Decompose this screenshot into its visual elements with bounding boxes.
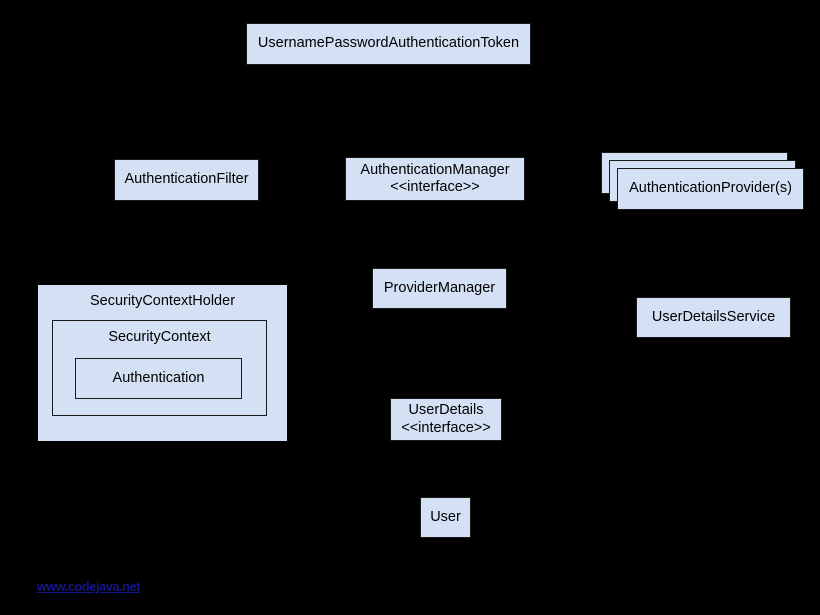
node-label: Authentication	[112, 369, 205, 386]
node-label: User	[430, 508, 461, 525]
node-label: SecurityContextHolder	[89, 293, 236, 309]
node-label: AuthenticationFilter	[124, 171, 249, 188]
node-user[interactable]: User	[420, 497, 471, 538]
node-user-details[interactable]: UserDetails <<interface>>	[390, 398, 502, 441]
node-authentication-manager[interactable]: AuthenticationManager <<interface>>	[345, 157, 525, 201]
node-authentication-filter[interactable]: AuthenticationFilter	[114, 159, 259, 201]
node-user-details-service[interactable]: UserDetailsService	[636, 297, 791, 338]
site-link[interactable]: www.codejava.net	[37, 580, 141, 594]
node-authentication[interactable]: Authentication	[75, 358, 242, 399]
node-label: ProviderManager	[383, 279, 496, 296]
node-label: SecurityContext	[108, 329, 211, 345]
node-authentication-providers[interactable]: AuthenticationProvider(s)	[617, 168, 804, 210]
node-label: UserDetailsService	[651, 308, 776, 325]
node-label: UsernamePasswordAuthenticationToken	[257, 35, 520, 52]
node-label: AuthenticationProvider(s)	[629, 180, 792, 197]
node-username-password-authentication-token[interactable]: UsernamePasswordAuthenticationToken	[246, 23, 531, 65]
node-label: AuthenticationManager <<interface>>	[360, 161, 510, 195]
node-label: UserDetails <<interface>>	[401, 402, 491, 436]
node-provider-manager[interactable]: ProviderManager	[372, 268, 507, 309]
